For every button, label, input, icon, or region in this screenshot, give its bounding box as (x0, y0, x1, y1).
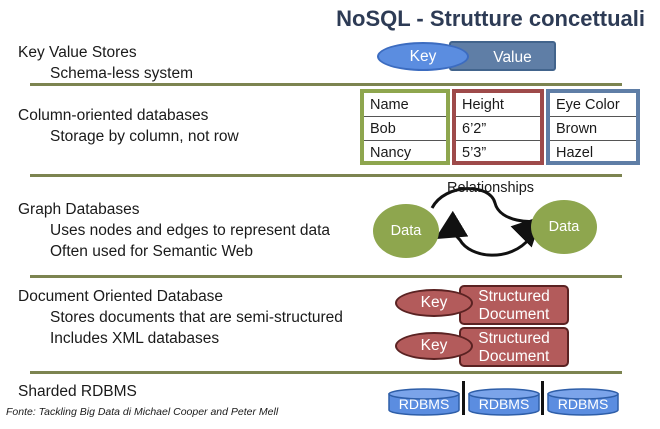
graph-relationships-label: Relationships (447, 180, 535, 196)
graph-subtitle-2: Often used for Semantic Web (50, 243, 254, 260)
graph-subtitle-1: Uses nodes and edges to represent data (50, 222, 331, 239)
column-name-cell: Bob (364, 117, 446, 141)
shard-cylinder-shape (468, 388, 540, 416)
column-name-header: Name (364, 93, 446, 117)
document-box: Structured Document (459, 327, 569, 367)
kv-key-oval: Key (377, 42, 469, 71)
document-key-oval: Key (395, 289, 473, 317)
shard-cylinder: RDBMS (546, 388, 620, 416)
column-eye-color-cell: Brown (550, 117, 636, 141)
divider-1 (30, 83, 622, 86)
column-height-header: Height (456, 93, 540, 117)
kv-value-box: Value (449, 41, 556, 71)
column-height: Height 6’2” 5’3” (452, 89, 544, 165)
column-eye-color: Eye Color Brown Hazel (546, 89, 640, 165)
shard-cylinder: RDBMS (387, 388, 461, 416)
shard-label: RDBMS (398, 396, 450, 412)
shard-separator (462, 381, 465, 415)
column-name-cell: Nancy (370, 145, 412, 161)
column-eye-color-header: Eye Color (550, 93, 636, 117)
shard-cylinder-shape (388, 388, 460, 416)
divider-4 (30, 371, 622, 374)
graph-node-left: Data (373, 204, 439, 258)
graph-title: Graph Databases (18, 201, 140, 218)
graph-node-right: Data (531, 200, 597, 254)
document-subtitle-1: Stores documents that are semi-structure… (50, 309, 343, 326)
column-title: Column-oriented databases (18, 107, 209, 124)
shard-separator (541, 381, 544, 415)
document-box-line-1: Structured (478, 288, 550, 305)
document-box-line-1: Structured (478, 330, 550, 347)
kv-subtitle: Schema-less system (50, 65, 193, 82)
column-name: Name Bob Nancy (360, 89, 450, 165)
column-height-cell: 6’2” (456, 117, 540, 141)
document-subtitle-2: Includes XML databases (50, 330, 220, 347)
source-note: Fonte: Tackling Big Data di Michael Coop… (6, 406, 279, 418)
graph-edge-forward (430, 187, 543, 248)
shard-cylinder-shape (547, 388, 619, 416)
document-box-line-2: Document (478, 348, 550, 365)
sharded-title: Sharded RDBMS (18, 383, 137, 400)
graph-edge-backward (434, 210, 532, 257)
page-title: NoSQL - Strutture concettuali (336, 6, 645, 31)
document-box-line-2: Document (478, 306, 550, 323)
column-height-cell: 5’3” (462, 145, 487, 161)
document-title: Document Oriented Database (18, 288, 224, 305)
shard-label: RDBMS (557, 396, 609, 412)
graph-edges (430, 187, 543, 257)
column-subtitle: Storage by column, not row (50, 128, 239, 145)
document-key-oval: Key (395, 332, 473, 360)
divider-3 (30, 275, 622, 278)
document-box: Structured Document (459, 285, 569, 325)
column-eye-color-cell: Hazel (556, 145, 594, 161)
shard-cylinder: RDBMS (467, 388, 541, 416)
kv-title: Key Value Stores (18, 44, 137, 61)
shard-label: RDBMS (478, 396, 530, 412)
divider-2 (30, 174, 622, 177)
